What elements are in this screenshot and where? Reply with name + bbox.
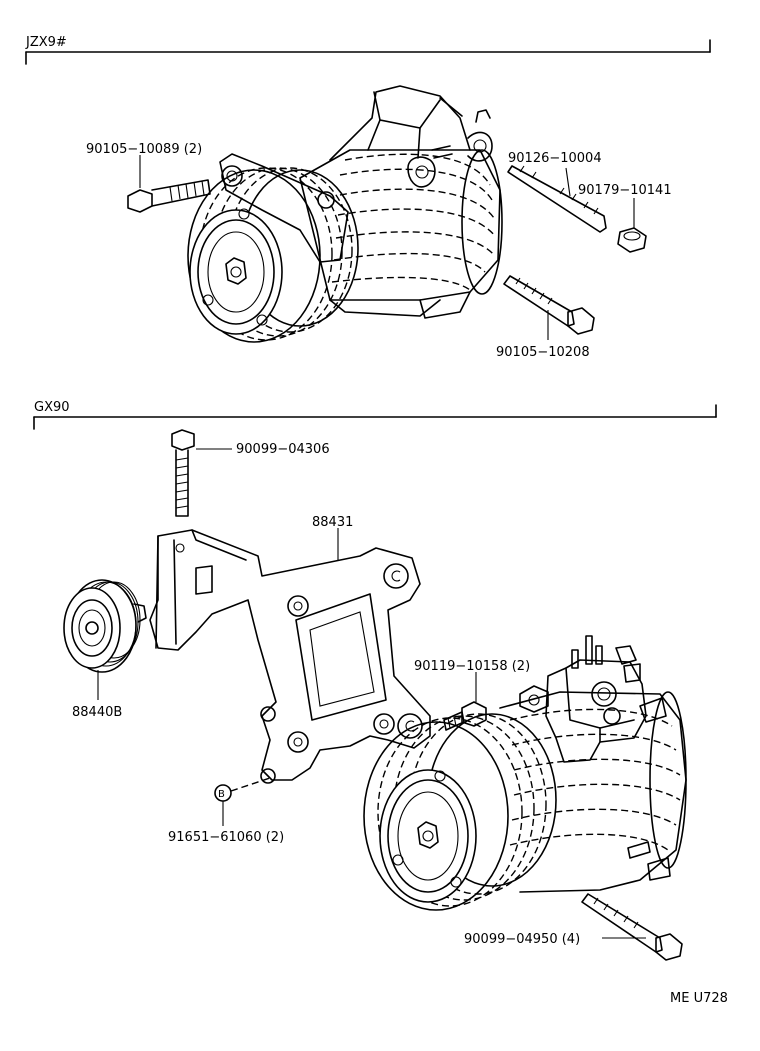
bolt-90099-04950 <box>581 893 683 961</box>
bolt-90105-10089 <box>127 155 211 213</box>
marker-b-letter: B <box>218 789 225 800</box>
section-label-gx90: GX90 <box>34 400 70 415</box>
callout-90126-10004: 90126−10004 <box>508 151 602 166</box>
callout-90105-10208: 90105−10208 <box>496 345 590 360</box>
nut-90179-10141 <box>617 198 647 253</box>
bracket-88431 <box>149 528 431 784</box>
callout-90119-10158: 90119−10158 (2) <box>414 659 530 674</box>
compressor-top <box>187 85 503 343</box>
callout-90179-10141: 90179−10141 <box>578 183 672 198</box>
callout-88440b: 88440B <box>72 705 122 720</box>
section-label-jzx9: JZX9# <box>25 35 67 50</box>
callout-91651-61060: 91651−61060 (2) <box>168 830 284 845</box>
bolt-90105-10208 <box>503 275 595 340</box>
callout-90105-10089: 90105−10089 (2) <box>86 142 202 157</box>
pulley-88440b <box>63 579 147 700</box>
callout-88431: 88431 <box>312 515 353 530</box>
callout-90099-04306: 90099−04306 <box>236 442 330 457</box>
section-divider-top <box>25 39 711 65</box>
callout-90099-04950: 90099−04950 (4) <box>464 932 580 947</box>
compressor-bottom <box>363 635 687 911</box>
bolt-90099-04306 <box>171 429 232 517</box>
stud-90126-10004 <box>507 165 607 233</box>
diagram-code: ME U728 <box>670 991 728 1006</box>
section-divider-bottom <box>33 404 717 430</box>
marker-b <box>214 777 271 826</box>
